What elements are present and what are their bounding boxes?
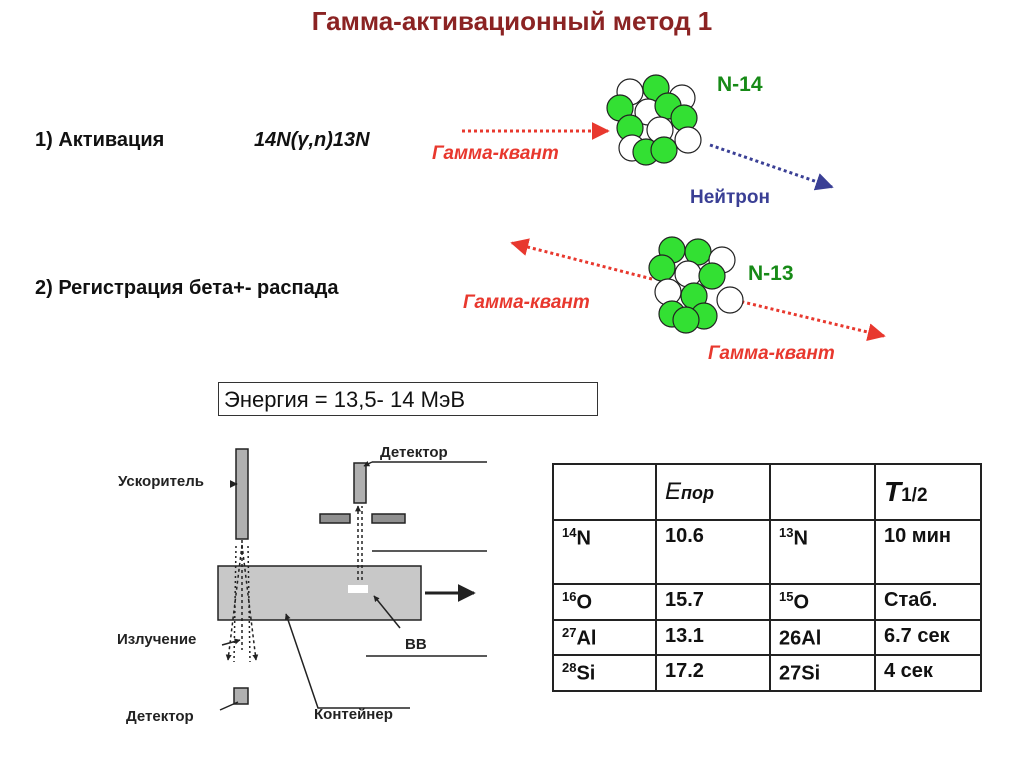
- table-row: 27Al 13.1 26Al 6.7 сек: [552, 618, 982, 657]
- detector-bottom-label: Детектор: [126, 708, 194, 725]
- step-registration-label: 2) Регистрация бета+- распада: [35, 277, 339, 299]
- threshold-cell: 15.7: [655, 583, 771, 621]
- half-life-cell: 6.7 сек: [874, 618, 982, 657]
- reaction-formula: 14N(γ,n)13N: [254, 129, 370, 151]
- detector-top-label: Детектор: [380, 444, 448, 461]
- half-life-cell: 4 сек: [874, 654, 982, 692]
- nucleus-n13: [648, 236, 744, 334]
- table-row: 28Si 17.2 27Si 4 сек: [552, 654, 982, 692]
- neutron-label: Нейтрон: [690, 187, 770, 208]
- n13-label: N-13: [748, 262, 794, 285]
- nuclide-table: Eпор T1/2 14N 10.6 13N 10 мин 16O 15.7 1…: [552, 463, 982, 692]
- product-cell: 13N: [769, 519, 876, 585]
- header-empty-1: [552, 463, 657, 521]
- isotope-cell: 14N: [552, 519, 657, 585]
- header-half-life: T1/2: [874, 463, 982, 521]
- table-header-row: Eпор T1/2: [552, 463, 982, 521]
- isotope-cell: 27Al: [552, 618, 657, 657]
- accelerator: [235, 448, 249, 540]
- half-life-cell: Стаб.: [874, 583, 982, 621]
- header-threshold-energy: Eпор: [655, 463, 771, 521]
- table-row: 16O 15.7 15O Стаб.: [552, 583, 982, 621]
- product-cell: 27Si: [769, 654, 876, 692]
- neutron-arrow: [709, 143, 834, 191]
- explosive-block: [348, 585, 368, 593]
- gamma-label-right: Гамма-квант: [708, 343, 835, 364]
- isotope-cell: 28Si: [552, 654, 657, 692]
- table-row: 14N 10.6 13N 10 мин: [552, 519, 982, 585]
- gamma-arrow-left: [510, 238, 653, 281]
- threshold-cell: 17.2: [655, 654, 771, 692]
- page-title: Гамма-активационный метод 1: [311, 6, 713, 36]
- radiation-label: Излучение: [117, 631, 197, 648]
- energy-box: Энергия = 13,5- 14 МэВ: [218, 382, 598, 416]
- gamma-label-left: Гамма-квант: [463, 292, 590, 313]
- gamma-arrow-right: [717, 294, 886, 341]
- collimator-left: [319, 513, 351, 524]
- detection-diagram: [217, 448, 487, 711]
- n14-label: N-14: [717, 73, 763, 96]
- accelerator-label: Ускоритель: [118, 473, 205, 490]
- detector-top: [353, 462, 367, 504]
- threshold-cell: 10.6: [655, 519, 771, 585]
- container-label: Контейнер: [314, 706, 393, 723]
- nucleus-n14: [606, 74, 702, 166]
- detector-bottom: [233, 687, 249, 705]
- isotope-cell: 16O: [552, 583, 657, 621]
- step-activation-label: 1) Активация: [35, 129, 165, 151]
- collimator-right: [371, 513, 406, 524]
- product-cell: 15O: [769, 583, 876, 621]
- container: [217, 565, 422, 621]
- threshold-cell: 13.1: [655, 618, 771, 657]
- explosive-label: ВВ: [405, 636, 427, 653]
- half-life-cell: 10 мин: [874, 519, 982, 585]
- gamma-label-incoming: Гамма-квант: [432, 143, 559, 164]
- product-cell: 26Al: [769, 618, 876, 657]
- header-empty-2: [769, 463, 876, 521]
